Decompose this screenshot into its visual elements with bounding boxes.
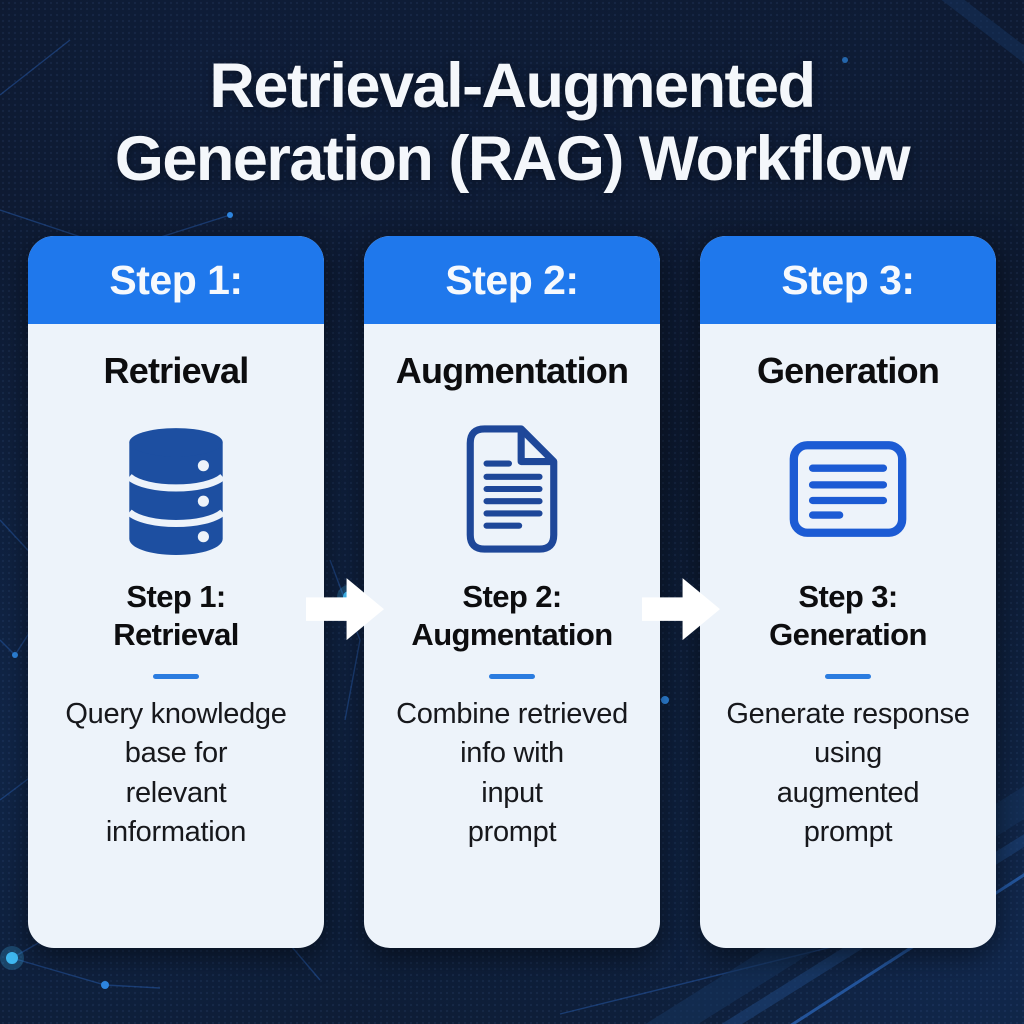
step3-desc-line3: augmented: [776, 776, 920, 809]
step1-header-label: Step 1:: [109, 256, 243, 303]
step1-divider: [153, 673, 199, 679]
step2-desc-line3: input: [481, 776, 543, 809]
step1-icon-wrap: [28, 414, 324, 564]
step1-subtitle: Step 1: Retrieval: [28, 578, 324, 654]
step-card-augmentation: Step 2: Augmentation: [364, 236, 660, 949]
step2-subtitle-line1: Step 2:: [462, 579, 562, 615]
slide-text-icon: [789, 441, 907, 538]
step-card-generation: Step 3: Generation Step 3: Generation: [700, 236, 996, 949]
step1-desc-line3: relevant: [125, 776, 227, 809]
page-title-line2: Generation (RAG) Workflow: [114, 124, 911, 195]
step2-header-label: Step 2:: [445, 256, 579, 303]
step1-desc-line2: base for: [124, 737, 228, 770]
step1-desc-line1: Query knowledge: [65, 697, 287, 730]
document-icon: [466, 425, 558, 553]
step3-subtitle-line1: Step 3:: [798, 579, 898, 615]
page-title: Retrieval-Augmented Generation (RAG) Wor…: [0, 50, 1024, 196]
step2-subtitle: Step 2: Augmentation: [364, 578, 660, 654]
step2-description: Combine retrieved info with input prompt: [364, 695, 660, 853]
page-title-line1: Retrieval-Augmented: [209, 51, 816, 121]
step2-icon-wrap: [364, 414, 660, 564]
step2-name: Augmentation: [395, 350, 629, 392]
step3-description: Generate response using augmented prompt: [700, 695, 996, 853]
step3-header: Step 3:: [700, 236, 996, 325]
step3-header-label: Step 3:: [781, 256, 915, 303]
step1-subtitle-line2: Retrieval: [113, 616, 239, 652]
step3-desc-line2: using: [814, 737, 882, 770]
step2-header: Step 2:: [364, 236, 660, 325]
step3-desc-line4: prompt: [803, 816, 893, 849]
step3-name: Generation: [756, 350, 940, 392]
step3-subtitle-line2: Generation: [769, 616, 927, 652]
step2-divider: [489, 673, 535, 679]
step3-divider: [825, 673, 871, 679]
step1-header: Step 1:: [28, 236, 324, 325]
step2-subtitle-line2: Augmentation: [411, 616, 613, 652]
step1-desc-line4: information: [105, 816, 247, 849]
step-card-retrieval: Step 1: Retrieval Step 1: Retrieval: [28, 236, 324, 949]
database-icon: [126, 428, 226, 556]
step3-desc-line1: Generate response: [726, 697, 970, 730]
step3-icon-wrap: [700, 414, 996, 564]
step1-subtitle-line1: Step 1:: [126, 579, 226, 615]
workflow-steps-row: Step 1: Retrieval Step 1: Retrieval: [0, 236, 1024, 949]
step3-subtitle: Step 3: Generation: [700, 578, 996, 654]
step2-desc-line1: Combine retrieved: [396, 697, 628, 730]
step2-desc-line4: prompt: [467, 816, 557, 849]
step2-desc-line2: info with: [460, 737, 564, 770]
step1-name: Retrieval: [103, 350, 250, 392]
step1-description: Query knowledge base for relevant inform…: [28, 695, 324, 853]
